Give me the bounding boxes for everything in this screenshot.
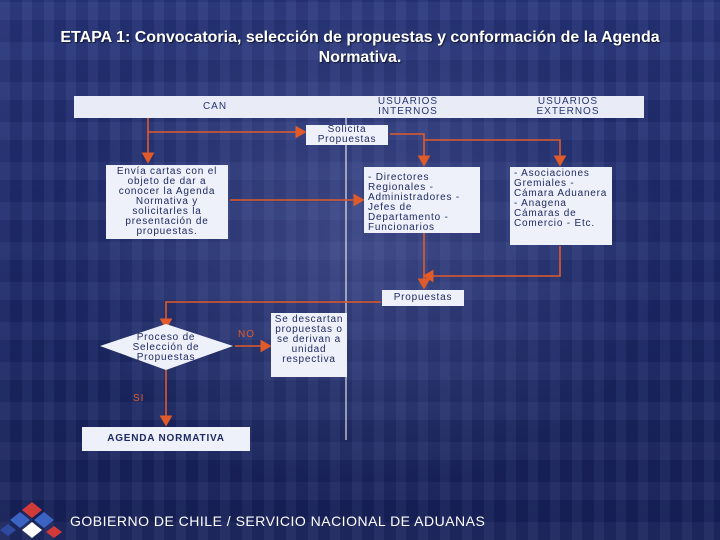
edge-externos-propuestas xyxy=(422,246,561,283)
node-internos: - Directores Regionales -Administradores… xyxy=(364,167,480,233)
node-propuestas: Propuestas xyxy=(382,290,464,306)
edge-solicita-internos xyxy=(390,133,431,167)
lane-internos: USUARIOS INTERNOS xyxy=(377,96,439,117)
node-proceso: Proceso de Selección de Propuestas xyxy=(132,332,200,363)
decision-diamond xyxy=(100,324,233,370)
node-descartan: Se descartan propuestas o se derivan a u… xyxy=(271,313,347,377)
edge-solicita-externos xyxy=(424,139,567,167)
node-solicita: Solicita Propuestas xyxy=(306,125,388,145)
node-envia: Envía cartas con el objeto de dar a cono… xyxy=(106,165,228,239)
edge-label-si: SI xyxy=(133,393,145,404)
edge-label-no: NO xyxy=(238,329,255,340)
edge-start-solicita xyxy=(147,118,307,139)
node-externos: - Asociaciones Gremiales - Cámara Aduane… xyxy=(510,167,612,245)
gobierno-logo xyxy=(0,502,62,538)
lane-header-bar xyxy=(74,96,644,118)
lane-can: CAN xyxy=(202,101,228,112)
slide-title: ETAPA 1: Convocatoria, selección de prop… xyxy=(60,29,660,66)
lane-externos: USUARIOS EXTERNOS xyxy=(536,96,600,117)
edge-propuestas-proceso xyxy=(159,301,381,330)
footer-text: GOBIERNO DE CHILE / SERVICIO NACIONAL DE… xyxy=(70,513,486,529)
node-agenda: AGENDA NORMATIVA xyxy=(82,427,250,451)
